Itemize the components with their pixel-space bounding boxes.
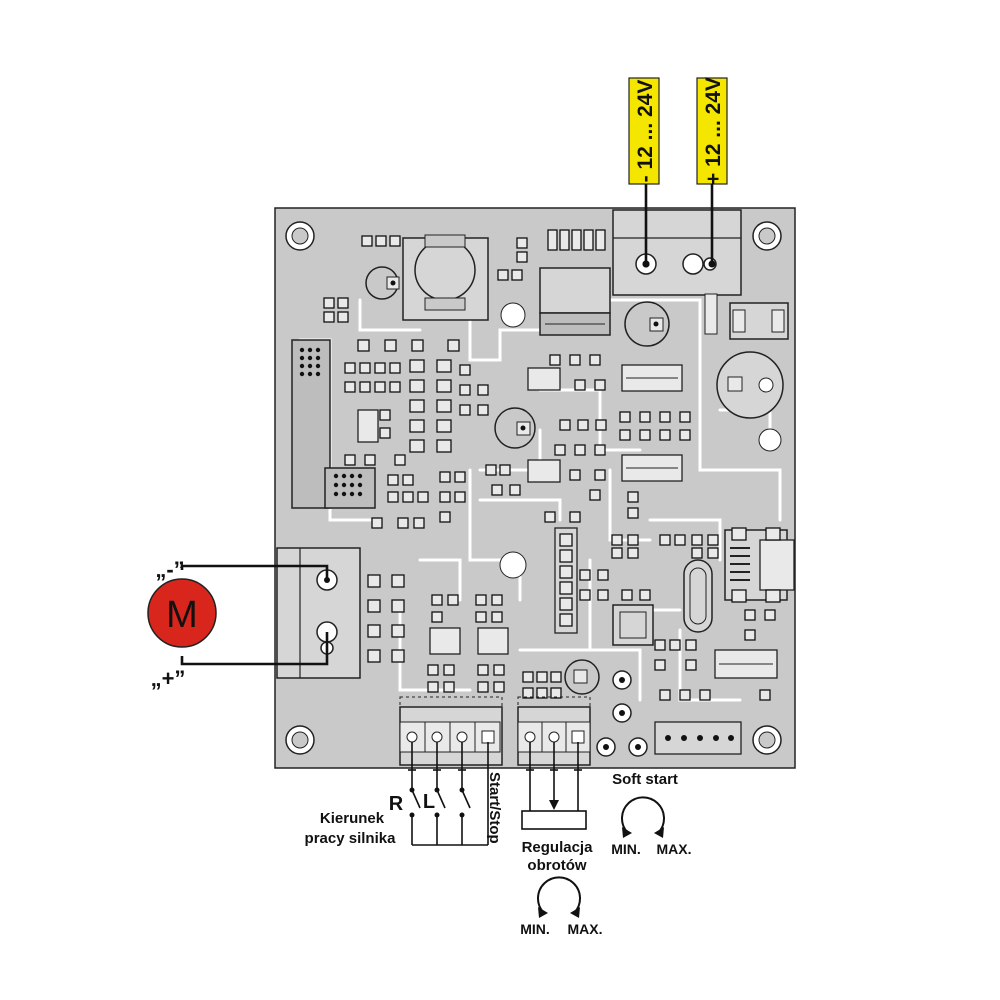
- soft-start-knob-icon: [621, 796, 665, 838]
- motor-minus-label: „-”: [155, 557, 184, 582]
- mounting-hole: [285, 725, 315, 755]
- direction-r-label: R: [389, 793, 404, 815]
- voltage-regulator: [539, 267, 611, 336]
- soft-start-max-label: MAX.: [657, 841, 692, 857]
- usb-connector: [724, 527, 795, 603]
- speed-max-label: MAX.: [568, 921, 603, 937]
- speed-potentiometer: [521, 742, 587, 830]
- ic-chip: [621, 454, 683, 482]
- direction-caption-line1: Kierunek: [320, 810, 385, 827]
- direction-caption-line2: pracy silnika: [305, 830, 397, 847]
- capacitor: [716, 351, 784, 419]
- diode: [704, 293, 789, 340]
- motor-wires: [180, 564, 329, 666]
- start-stop-label: Start/Stop: [486, 772, 503, 844]
- pcb-board: [274, 207, 796, 769]
- direction-switches: [408, 742, 489, 846]
- microcontroller: [612, 604, 654, 646]
- soft-start-caption: Soft start: [612, 771, 678, 788]
- mounting-hole: [285, 221, 315, 251]
- speed-knob-icon: [537, 876, 581, 918]
- crystal-oscillator: [683, 559, 713, 633]
- soft-start-min-label: MIN.: [611, 841, 641, 857]
- soft-start-pads: [596, 670, 648, 757]
- power-plus-lead: [696, 77, 728, 268]
- speed-min-label: MIN.: [520, 921, 550, 937]
- capacitor: [624, 301, 670, 347]
- capacitor: [365, 266, 400, 300]
- direction-l-label: L: [423, 791, 435, 813]
- capacitor: [564, 659, 600, 695]
- motor-plus-label: „+”: [151, 666, 186, 691]
- sil-header: [654, 721, 742, 755]
- smd-components: [323, 235, 776, 701]
- ic-chip: [714, 649, 778, 679]
- power-plus-label: + 12 ... 24V: [702, 77, 725, 185]
- motor-terminal-block: [276, 547, 361, 679]
- speed-caption-line2: obrotów: [527, 857, 586, 874]
- via-pad: [500, 302, 526, 328]
- power-terminal-block: [612, 209, 742, 296]
- power-minus-label: - 12 ... 24V: [634, 80, 657, 183]
- motor-letter: M: [166, 594, 198, 636]
- mounting-hole: [752, 725, 782, 755]
- via-pad: [758, 428, 782, 452]
- via-pad: [499, 551, 527, 579]
- pin-header: [547, 229, 606, 251]
- speed-caption-line1: Regulacja: [522, 839, 594, 856]
- control-terminal-block: [399, 696, 503, 766]
- ic-chip: [429, 627, 461, 655]
- ic-chip: [477, 627, 509, 655]
- ic-chip: [527, 367, 561, 391]
- ic-chip: [621, 364, 683, 392]
- ic-chip: [527, 459, 561, 483]
- ribbon-connector: [291, 339, 376, 509]
- ic-chip: [357, 409, 379, 443]
- programming-header: [554, 527, 578, 634]
- power-minus-lead: [628, 77, 660, 268]
- capacitor: [494, 407, 536, 449]
- motor-symbol: [147, 578, 217, 648]
- mounting-hole: [752, 221, 782, 251]
- inductor: [402, 234, 489, 321]
